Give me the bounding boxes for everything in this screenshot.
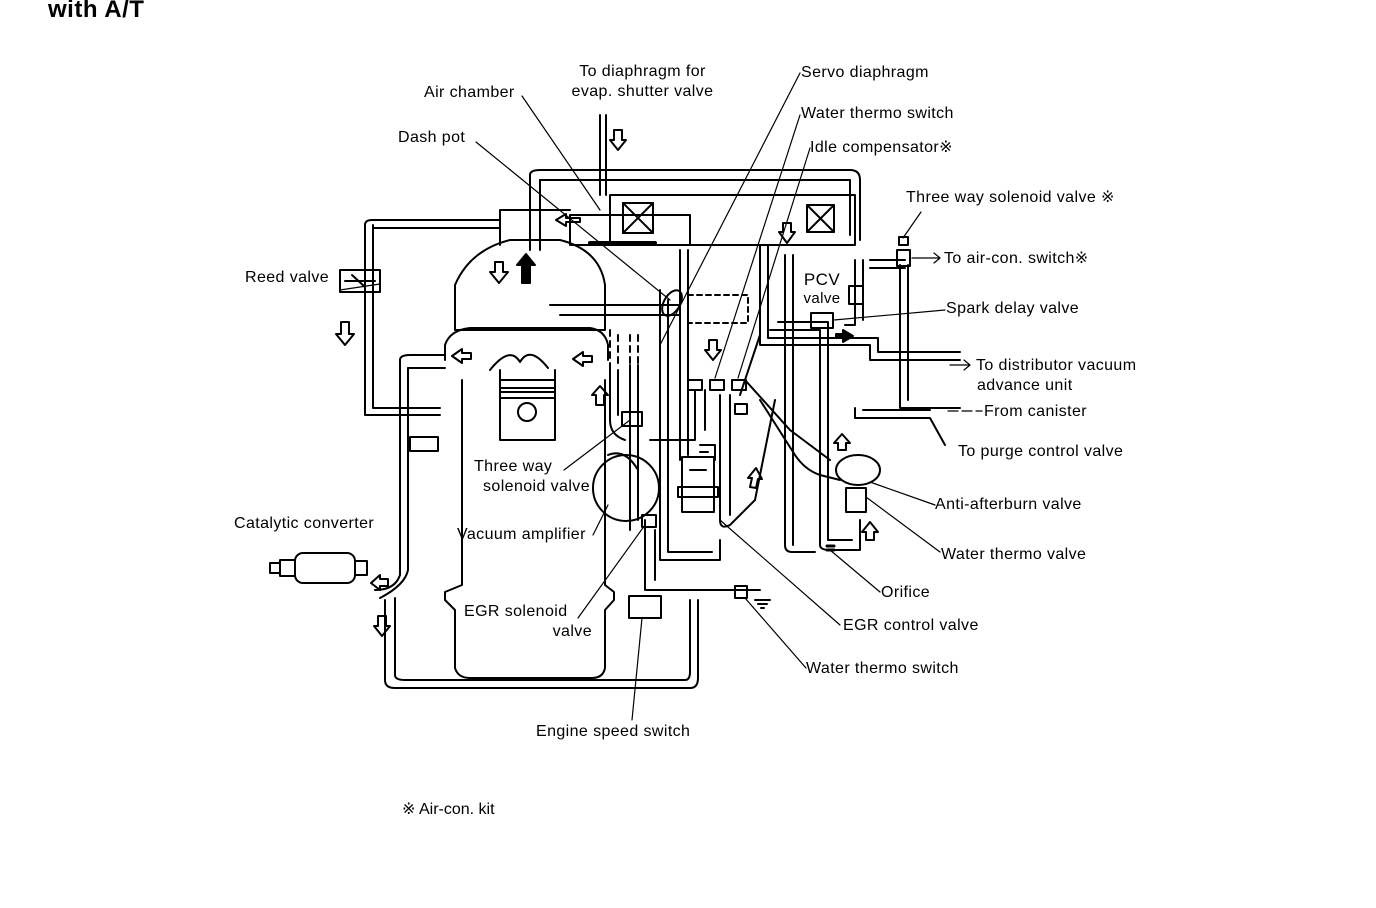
label-to-purge-control: To purge control valve bbox=[958, 443, 1124, 460]
label-to-distributor-line2: advance unit bbox=[977, 377, 1073, 394]
label-three-way-solenoid-top: Three way solenoid valve ※ bbox=[906, 189, 1115, 206]
label-engine-speed-switch: Engine speed switch bbox=[536, 723, 691, 740]
footnote-aircon-kit: ※ Air-con. kit bbox=[402, 801, 495, 818]
page-heading: with A/T bbox=[48, 0, 145, 23]
label-dash-pot: Dash pot bbox=[398, 129, 466, 146]
label-pcv-line1: PCV bbox=[803, 270, 841, 289]
label-idle-compensator: Idle compensator※ bbox=[810, 139, 953, 156]
label-egr-control-valve: EGR control valve bbox=[843, 617, 979, 634]
hoses bbox=[364, 114, 961, 689]
label-anti-afterburn-valve: Anti-afterburn valve bbox=[935, 496, 1082, 513]
label-to-distributor: To distributor vacuum advance unit bbox=[976, 356, 1136, 396]
label-egr-solenoid-valve: EGR solenoid valve bbox=[460, 602, 592, 642]
label-to-diaphragm-line1: To diaphragm for bbox=[579, 63, 706, 80]
label-to-diaphragm: To diaphragm for evap. shutter valve bbox=[560, 62, 725, 102]
label-water-thermo-switch-top: Water thermo switch bbox=[801, 105, 954, 122]
dashed-lines bbox=[609, 329, 681, 376]
engine-block bbox=[444, 239, 615, 679]
label-servo-diaphragm: Servo diaphragm bbox=[801, 64, 929, 81]
label-egr-solenoid-line1: EGR solenoid bbox=[464, 603, 568, 620]
label-to-distributor-line1: To distributor vacuum bbox=[976, 357, 1137, 374]
label-water-thermo-switch-bottom: Water thermo switch bbox=[806, 660, 959, 677]
components bbox=[269, 236, 911, 619]
label-from-canister: From canister bbox=[984, 403, 1087, 420]
label-to-aircon-switch: To air-con. switch※ bbox=[944, 250, 1089, 267]
flow-arrows bbox=[335, 129, 879, 637]
label-pcv-valve: PCV valve bbox=[797, 270, 847, 308]
label-catalytic-converter: Catalytic converter bbox=[234, 515, 375, 532]
label-pcv-line2: valve bbox=[803, 290, 841, 307]
label-orifice: Orifice bbox=[881, 584, 931, 601]
label-to-diaphragm-line2: evap. shutter valve bbox=[571, 83, 714, 100]
label-spark-delay-valve: Spark delay valve bbox=[946, 300, 1080, 317]
leader-lines bbox=[339, 72, 983, 721]
label-three-way-solenoid-mid: Three way solenoid valve bbox=[455, 457, 590, 497]
label-reed-valve: Reed valve bbox=[245, 269, 330, 286]
label-three-way-line1: Three way bbox=[474, 458, 553, 475]
label-egr-solenoid-line2: valve bbox=[552, 623, 592, 640]
label-vacuum-amplifier: Vacuum amplifier bbox=[457, 526, 586, 543]
label-air-chamber: Air chamber bbox=[424, 84, 515, 101]
label-water-thermo-valve: Water thermo valve bbox=[941, 546, 1087, 563]
label-three-way-line2: solenoid valve bbox=[483, 478, 590, 495]
carburetor bbox=[499, 169, 861, 251]
